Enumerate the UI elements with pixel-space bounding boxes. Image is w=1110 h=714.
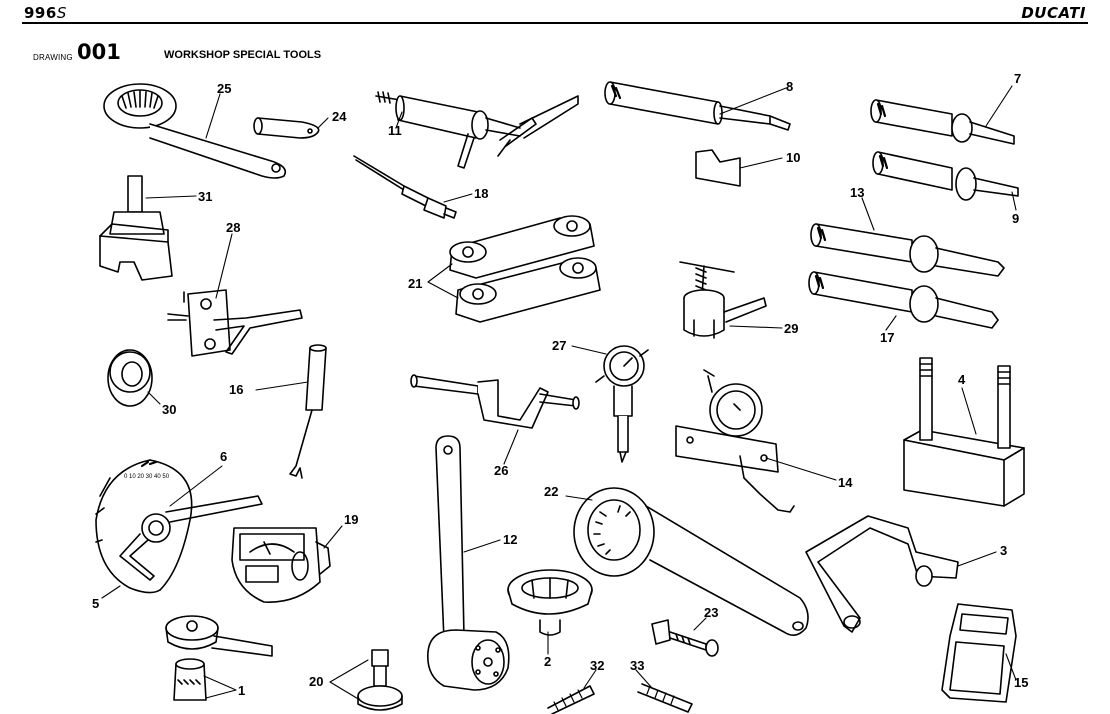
tool-18-cable-tool [353,155,457,219]
callout-17: 17 [880,330,895,345]
tool-32-stud [547,685,595,714]
callout-4: 4 [958,372,966,387]
tool-30-ring [107,349,153,407]
drawing-title: WORKSHOP SPECIAL TOOLS [164,49,322,61]
tool-4-stand [903,357,1025,507]
callout-25: 25 [217,81,232,96]
callout-8: 8 [786,79,794,94]
callout-1: 1 [238,683,246,698]
callout-16: 16 [229,382,244,397]
tool-23-bolt [651,619,719,657]
svg-text:0 10 20 30 40 50: 0 10 20 30 40 50 [124,474,170,480]
tool-8-bar [604,81,791,131]
tool-19-gauge-unit [231,527,331,603]
tool-1-sockets [165,615,273,701]
tool-27-dial-gauge [595,345,649,463]
tool-17-long-pin [808,271,999,329]
callout-14: 14 [838,475,853,490]
callout-19: 19 [344,512,359,527]
tool-24-pin [253,117,320,139]
tool-22-ring-spanner [573,487,809,636]
callout-5: 5 [92,596,100,611]
callout-21: 21 [408,276,423,291]
tool-25-ring-spanner [103,83,287,179]
model-name: 996S [24,4,67,22]
model-suffix: S [56,4,67,22]
callout-26: 26 [494,463,509,478]
tool-6-degree-wheel: 0 10 20 30 40 50 [95,459,263,594]
callout-29: 29 [784,321,799,336]
callout-12: 12 [503,532,518,547]
tool-28-puller [167,289,303,357]
callout-27: 27 [552,338,567,353]
callout-23: 23 [704,605,719,620]
tool-31-holder [99,175,173,281]
callout-18: 18 [474,186,489,201]
tool-21-links [449,215,601,323]
brand-name: DUCATI [1021,4,1086,22]
callout-22: 22 [544,484,559,499]
callout-31: 31 [198,189,213,204]
tool-29-press [679,261,767,339]
tool-11-extractor [375,91,579,169]
drawing-label: DRAWING [33,53,73,62]
tool-7-stepped-pin [870,99,1015,145]
tool-33-stud [637,683,693,713]
drawing-number: 001 [77,40,121,64]
callout-24: 24 [332,109,347,124]
callout-30: 30 [162,402,177,417]
callout-20: 20 [309,674,324,689]
tool-2-filter-wrench [507,569,593,636]
callout-9: 9 [1012,211,1020,226]
tool-9-stepped-pin [872,151,1019,201]
callout-2: 2 [544,654,552,669]
callout-13: 13 [850,185,865,200]
model-number: 996 [24,4,57,22]
tool-16-probe [289,344,327,479]
leader-lines [101,85,1017,701]
callout-11: 11 [388,123,402,138]
callout-28: 28 [226,220,241,235]
tool-13-long-pin [810,223,1005,277]
tool-12-bar-socket [427,435,510,691]
tool-26-bracket [410,374,580,429]
tool-10-plate [695,149,741,187]
callout-32: 32 [590,658,605,673]
tool-20-pin [357,649,403,711]
tool-15-tester [941,603,1017,703]
callout-7: 7 [1014,71,1022,86]
header-rule [22,22,1088,24]
callout-10: 10 [786,150,801,165]
tool-14-dial-bar [675,369,795,513]
callout-3: 3 [1000,543,1008,558]
callout-15: 15 [1014,675,1029,690]
callout-33: 33 [630,658,645,673]
page-header: 996S DUCATI [0,0,1110,24]
tool-3-crank [805,515,959,633]
callout-6: 6 [220,449,228,464]
